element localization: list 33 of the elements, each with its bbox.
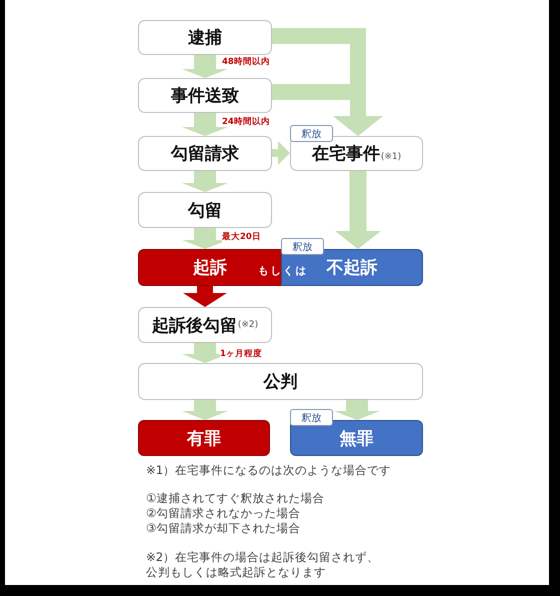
footnote-text: ②勾留請求されなかった場合 — [146, 506, 300, 521]
outcome-box — [138, 249, 281, 286]
arrow — [272, 84, 383, 136]
footnote-text: ③勾留請求が却下された場合 — [146, 521, 300, 536]
status-tag: 釈放 — [290, 125, 333, 142]
edge-label: 48時間以内 — [222, 57, 270, 67]
box-label: 在宅事件(※1) — [312, 143, 402, 165]
edge-label: 24時間以内 — [222, 117, 270, 127]
footnote-text: ①逮捕されてすぐ釈放された場合 — [146, 491, 324, 506]
box-label: 不起訴 — [326, 257, 378, 279]
arrow — [182, 171, 228, 192]
arrow — [182, 55, 228, 78]
process-box: 事件送致 — [138, 78, 272, 113]
edge-label: 最大20日 — [222, 232, 261, 242]
arrow — [182, 400, 228, 420]
arrow — [182, 113, 228, 136]
footnote-text: ※1）在宅事件になるのは次のような場合です — [146, 463, 392, 478]
edge-label: 1ヶ月程度 — [220, 349, 262, 359]
footnote-text: ※2）在宅事件の場合は起訴後勾留されず、公判もしくは略式起訴となります — [146, 550, 380, 580]
text-label: もしくは — [258, 265, 308, 277]
arrow — [335, 171, 381, 249]
process-box: 勾留請求 — [138, 136, 272, 171]
box-label: 起訴 — [193, 257, 227, 279]
arrow — [183, 286, 227, 307]
box-label: 無罪 — [340, 428, 374, 450]
status-tag: 釈放 — [281, 238, 324, 255]
status-tag: 釈放 — [290, 409, 333, 426]
process-box: 公判 — [138, 363, 423, 400]
verdict-box: 有罪 — [138, 420, 270, 456]
arrow — [272, 141, 290, 165]
arrow — [334, 400, 380, 420]
process-box: 逮捕 — [138, 20, 272, 55]
process-box: 勾留 — [138, 192, 272, 228]
